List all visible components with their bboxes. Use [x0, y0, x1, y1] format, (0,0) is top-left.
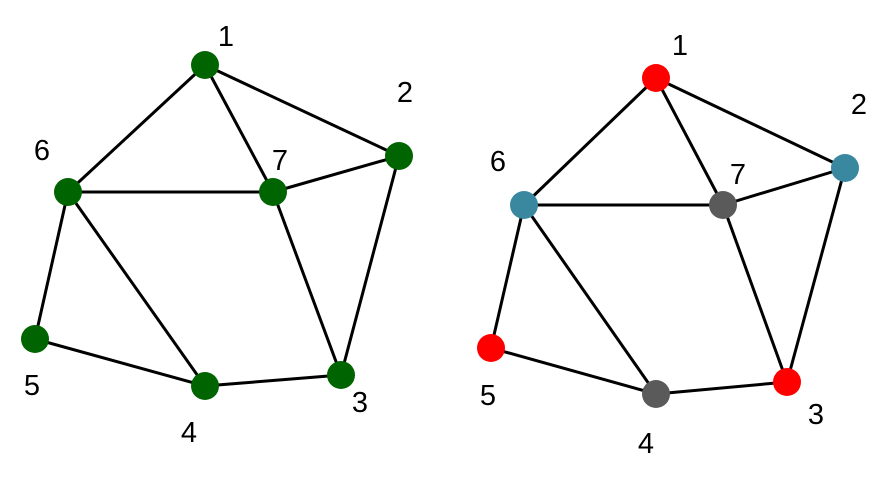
node-6: [54, 178, 82, 206]
node-6: [510, 191, 538, 219]
edge-7-2: [271, 154, 401, 194]
edge-6-4: [66, 190, 207, 388]
node-label-2: 2: [397, 77, 413, 109]
node-label-7: 7: [730, 159, 746, 191]
edge-1-2: [203, 63, 401, 158]
node-5: [21, 325, 49, 353]
node-2: [385, 142, 413, 170]
edge-5-4: [33, 337, 207, 388]
edge-7-3: [271, 190, 343, 377]
node-label-5: 5: [480, 380, 496, 412]
edge-7-2: [721, 166, 847, 207]
node-label-3: 3: [352, 387, 368, 419]
edge-2-3: [339, 154, 401, 377]
edge-2-3: [785, 166, 847, 384]
edge-4-3: [203, 373, 343, 388]
node-2: [831, 154, 859, 182]
node-label-1: 1: [218, 21, 234, 53]
node-label-6: 6: [34, 135, 50, 167]
edge-1-7: [654, 76, 725, 207]
edge-5-4: [489, 346, 658, 396]
edge-6-5: [489, 203, 526, 350]
node-label-4: 4: [181, 417, 197, 449]
node-label-3: 3: [808, 399, 824, 431]
graph-uncolored: 1 2 3 4 5 6 7: [21, 21, 413, 449]
node-1: [642, 64, 670, 92]
node-label-1: 1: [672, 30, 688, 62]
node-4: [642, 380, 670, 408]
edge-4-3: [654, 380, 789, 396]
edge-1-6: [66, 63, 207, 194]
node-5: [477, 334, 505, 362]
node-7: [259, 178, 287, 206]
node-7: [709, 191, 737, 219]
node-label-2: 2: [851, 89, 867, 121]
node-label-4: 4: [638, 428, 654, 460]
edge-6-5: [33, 190, 70, 341]
graph-colored: 1 2 3 4 5 6 7: [477, 30, 867, 460]
edge-1-7: [203, 63, 275, 194]
node-3: [327, 361, 355, 389]
node-label-5: 5: [24, 370, 40, 402]
edge-7-3: [721, 203, 789, 384]
node-4: [191, 372, 219, 400]
node-label-7: 7: [272, 145, 288, 177]
node-label-6: 6: [490, 146, 506, 178]
edge-1-6: [522, 76, 658, 207]
node-3: [773, 368, 801, 396]
edge-6-4: [522, 203, 658, 396]
edge-1-2: [654, 76, 847, 170]
node-1: [191, 51, 219, 79]
